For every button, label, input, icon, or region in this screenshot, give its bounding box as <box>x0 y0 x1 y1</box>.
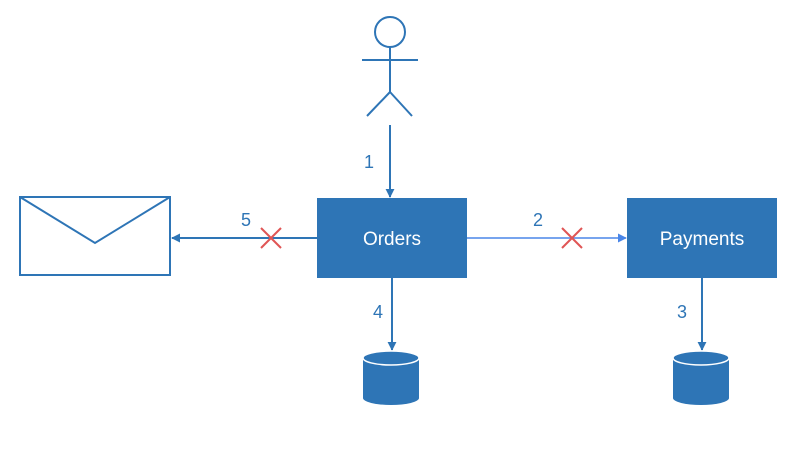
edge-4-label: 4 <box>373 302 383 322</box>
payments-database-icon <box>672 350 730 405</box>
payments-service[interactable]: Payments <box>627 198 777 278</box>
edge-1-label: 1 <box>364 152 374 172</box>
edge-5-label: 5 <box>241 210 251 230</box>
edge-3-label: 3 <box>677 302 687 322</box>
orders-service-box <box>317 198 467 278</box>
failure-x-icon <box>561 227 583 249</box>
payments-service-box <box>627 198 777 278</box>
failure-x-icon <box>260 227 282 249</box>
envelope-icon <box>19 196 171 276</box>
edge-2-label: 2 <box>533 210 543 230</box>
payments-service-label: Payments <box>660 229 744 250</box>
orders-service-label: Orders <box>363 229 421 250</box>
user-stick-figure-icon <box>362 16 418 117</box>
orders-service[interactable]: Orders <box>317 198 467 278</box>
orders-database-icon <box>362 350 420 405</box>
